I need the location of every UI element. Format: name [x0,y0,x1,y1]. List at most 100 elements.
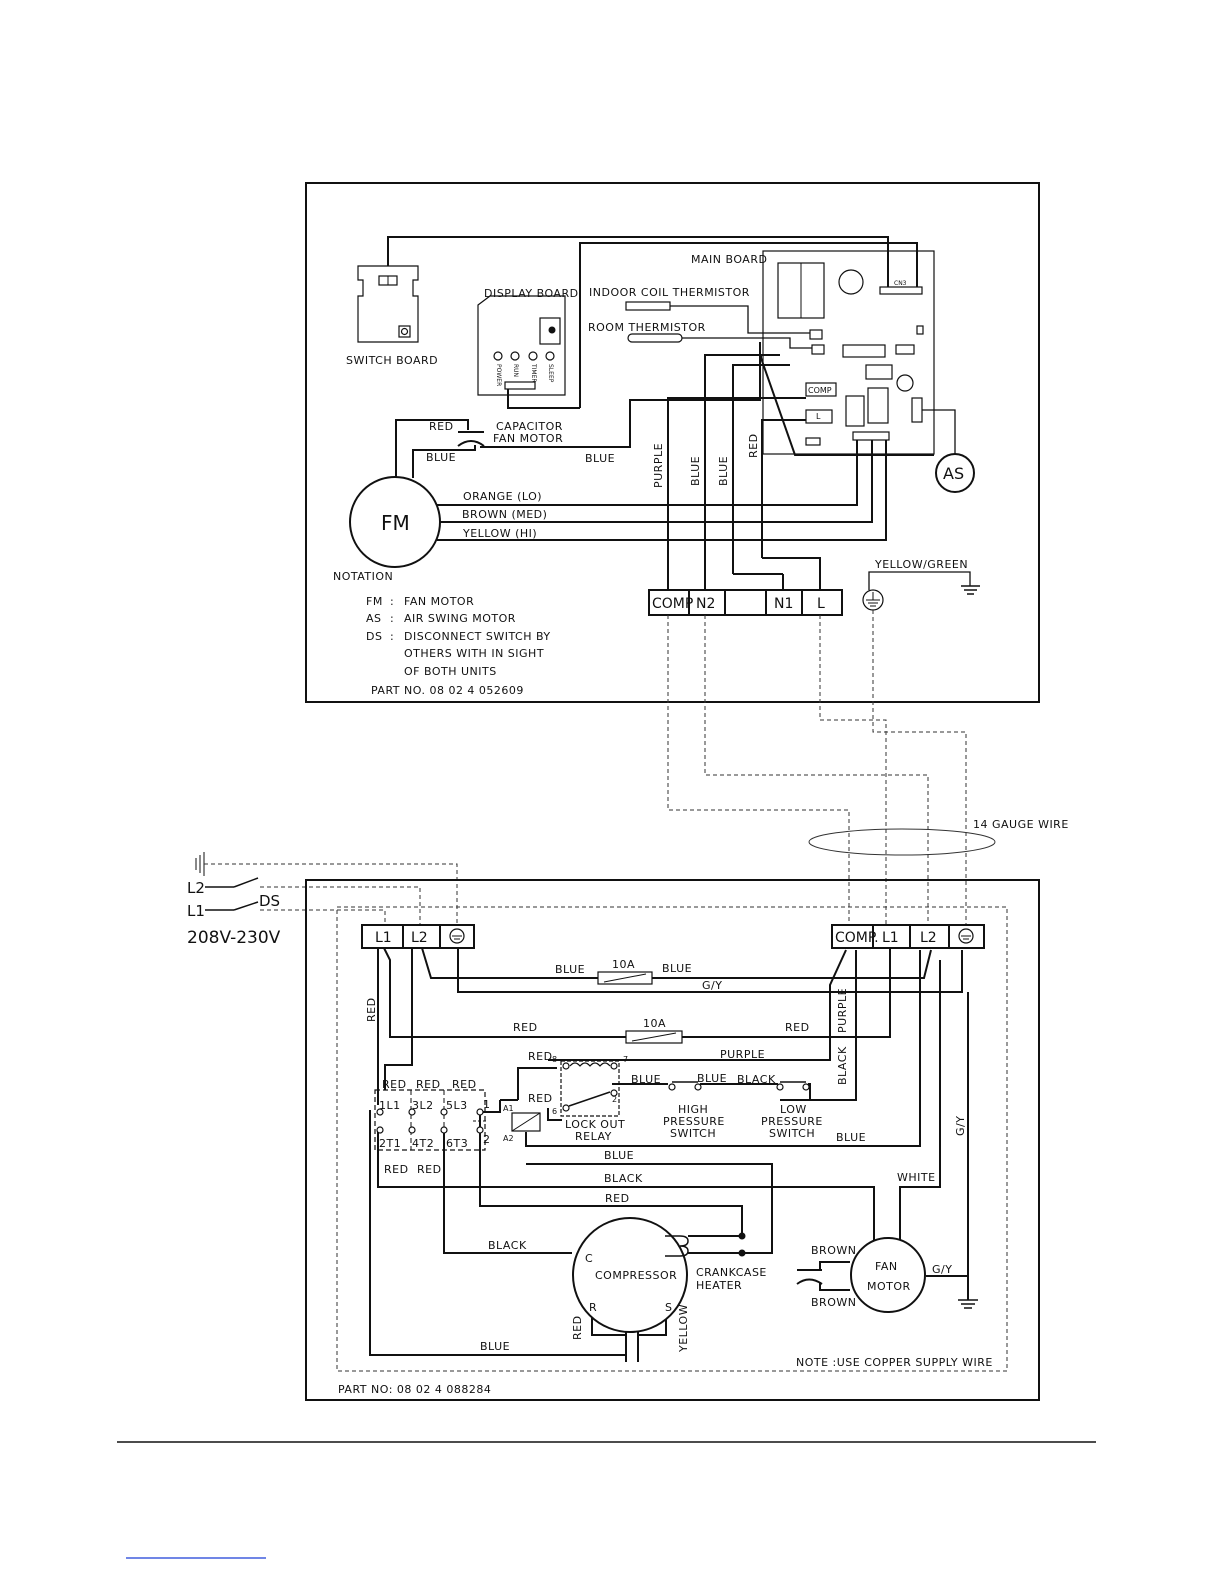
ds-label: DS [259,892,280,910]
yellow-green-label: YELLOW/GREEN [874,558,968,571]
w-red2: RED [785,1021,810,1034]
relay-pin-7: 7 [623,1055,628,1064]
display-board [477,295,566,396]
low-pressure-switch [776,1081,810,1091]
w-brown1: BROWN [811,1244,856,1257]
w-yellow-s: YELLOW [677,1304,690,1353]
notation-ds-text: DISCONNECT SWITCH BY [404,630,551,643]
fuse-blue-label: 10A [612,958,635,971]
fuse-red-label: 10A [643,1017,666,1030]
crankcase-label-1: CRANKCASE [696,1266,767,1279]
notation-cont-2: OF BOTH UNITS [404,665,497,678]
main-board-label: MAIN BOARD [691,253,767,266]
wire-blue-left-label: BLUE [426,451,456,464]
low-switch-3: SWITCH [769,1127,815,1140]
notation-fm-sep: : [390,595,394,608]
led-run-label: RUN [512,364,519,377]
led-timer-label: TIMER [530,363,537,383]
notation-as-code: AS [366,612,382,625]
compressor-c: C [585,1252,593,1265]
supply-l2-label: L2 [187,879,205,897]
terminal-n1: N1 [774,596,793,612]
high-switch-2: PRESSURE [663,1115,725,1128]
w-purple-v: PURPLE [836,988,849,1033]
indoor-terminal-block [648,589,843,616]
notation-cont-1: OTHERS WITH IN SIGHT [404,647,544,660]
cn3-label: CN3 [894,280,907,287]
disconnect-switch [205,877,259,911]
con-red1: RED [382,1078,407,1091]
relay-a1: A1 [503,1104,514,1113]
lock-out-relay [511,1060,620,1132]
relay-label-1: LOCK OUT [565,1118,625,1131]
yellow-hi-label: YELLOW (HI) [462,527,537,540]
w-blue-bottom: BLUE [480,1340,510,1353]
indoor-part-no: PART NO. 08 02 4 052609 [371,684,524,697]
w-blue-a: BLUE [631,1073,661,1086]
notation-as-text: AIR SWING MOTOR [404,612,516,625]
high-pressure-switch [668,1081,702,1091]
w-white: WHITE [897,1171,936,1184]
w-blue2: BLUE [662,962,692,975]
indoor-ground-terminal [862,589,884,611]
relay-pin-8: 8 [552,1055,557,1064]
right-terminal-l1: L1 [882,930,899,946]
relay-label-2: RELAY [575,1130,612,1143]
air-swing-motor [935,453,975,493]
w-gy: G/Y [702,979,722,992]
fuse-red [625,1030,683,1044]
con-1l1: 1L1 [379,1099,401,1112]
compressor-s: S [665,1301,672,1314]
as-label: AS [943,464,964,483]
display-board-label: DISPLAY BOARD [484,287,579,300]
w-black-comp: BLACK [488,1239,527,1252]
con-5l3: 5L3 [446,1099,468,1112]
indoor-coil-thermistor [625,301,671,311]
relay-a2: A2 [503,1134,514,1143]
copper-wire-note: NOTE :USE COPPER SUPPLY WIRE [796,1356,993,1369]
con-coil2: 2 [483,1133,491,1146]
left-terminal-l1: L1 [375,930,392,946]
notation-title: NOTATION [333,570,393,583]
indoor-fan-motor [349,476,441,568]
fan-motor-label-1: FAN [875,1260,898,1273]
interconnect-wires [667,610,967,926]
con-coil1: 1 [483,1098,491,1111]
notation-ds-code: DS [366,630,382,643]
room-thermistor-label: ROOM THERMISTOR [588,321,706,334]
fm-label: FM [381,511,410,535]
wire-blue-mid-label: BLUE [585,452,615,465]
terminal-comp: COMP [652,596,693,612]
w-black-a: BLACK [737,1073,776,1086]
fan-motor-label-2: MOTOR [867,1280,911,1293]
fan-motor-cap-label: FAN MOTOR [493,432,563,445]
w-black-low: BLACK [604,1172,643,1185]
w-brown2: BROWN [811,1296,856,1309]
con-red2: RED [416,1078,441,1091]
brown-med-label: BROWN (MED) [462,508,547,521]
con-2t1: 2T1 [379,1137,401,1150]
switch-board [357,265,419,343]
w-blue-ret: BLUE [836,1131,866,1144]
capacitor-label: CAPACITOR [496,420,563,433]
w-red-low: RED [605,1192,630,1205]
con-red5: RED [417,1163,442,1176]
notation-fm-code: FM [366,595,383,608]
wire-blue-v1-label: BLUE [689,456,702,486]
compressor-r: R [589,1301,597,1314]
w-gy-v: G/Y [954,1116,967,1136]
room-thermistor [627,333,683,343]
left-terminal-l2: L2 [411,930,428,946]
gauge-wire-label: 14 GAUGE WIRE [973,818,1069,831]
con-6t3: 6T3 [446,1137,468,1150]
l-small-label: L [816,412,821,421]
w-blue-low: BLUE [604,1149,634,1162]
wire-red-v-label: RED [747,433,760,458]
con-red3: RED [452,1078,477,1091]
w-gy-fan: G/Y [932,1263,952,1276]
terminal-l: L [817,596,825,612]
w-red1: RED [513,1021,538,1034]
comp-small-label: COMP [808,386,832,395]
outdoor-part-no: PART NO: 08 02 4 088284 [338,1383,491,1396]
earth-ground-icon [961,585,980,595]
